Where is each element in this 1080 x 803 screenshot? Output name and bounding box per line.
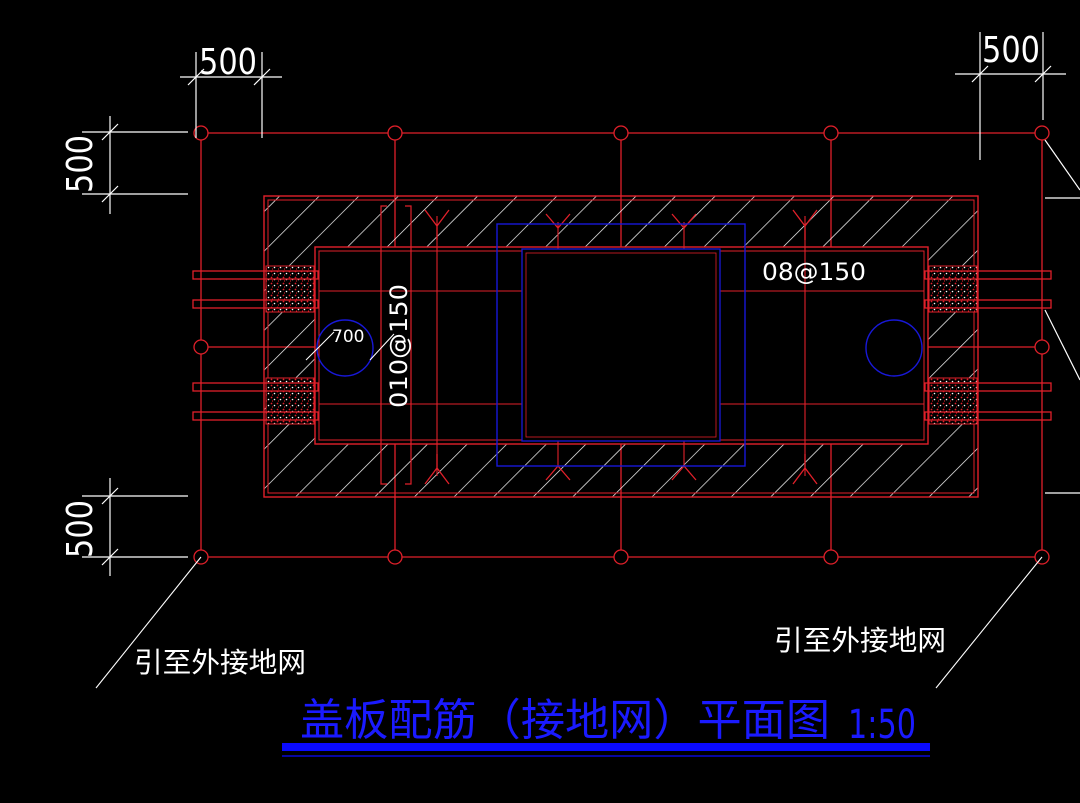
drawing-title: 盖板配筋（接地网）平面图 (300, 695, 830, 746)
dim-left-upper: 500 (60, 135, 101, 193)
through-pipes (192, 270, 1052, 421)
rebar-horizontal-label: 08@150 (762, 258, 866, 286)
dim-top-left: 500 (199, 42, 257, 83)
dimension-lines (82, 32, 1066, 576)
wall-sleeves (265, 265, 978, 425)
leader-lines (95, 331, 1043, 689)
dim-top-right: 500 (982, 30, 1040, 71)
rebar-vertical-label: 010@150 (385, 284, 413, 408)
drawing-scale: 1:50 (848, 702, 916, 748)
round-hole-left (316, 319, 374, 377)
dim-left-lower: 500 (60, 500, 101, 558)
note-left: 引至外接地网 (134, 646, 306, 679)
hole-diameter-label: 700 (332, 327, 364, 347)
right-edge-fragments (1044, 139, 1080, 494)
title-underline-bar (282, 743, 930, 751)
vertical-rebar-bracket (380, 205, 412, 485)
central-opening (496, 223, 746, 467)
note-right: 引至外接地网 (774, 624, 946, 657)
grid-nodes (193, 125, 1050, 565)
round-hole-right (865, 319, 923, 377)
